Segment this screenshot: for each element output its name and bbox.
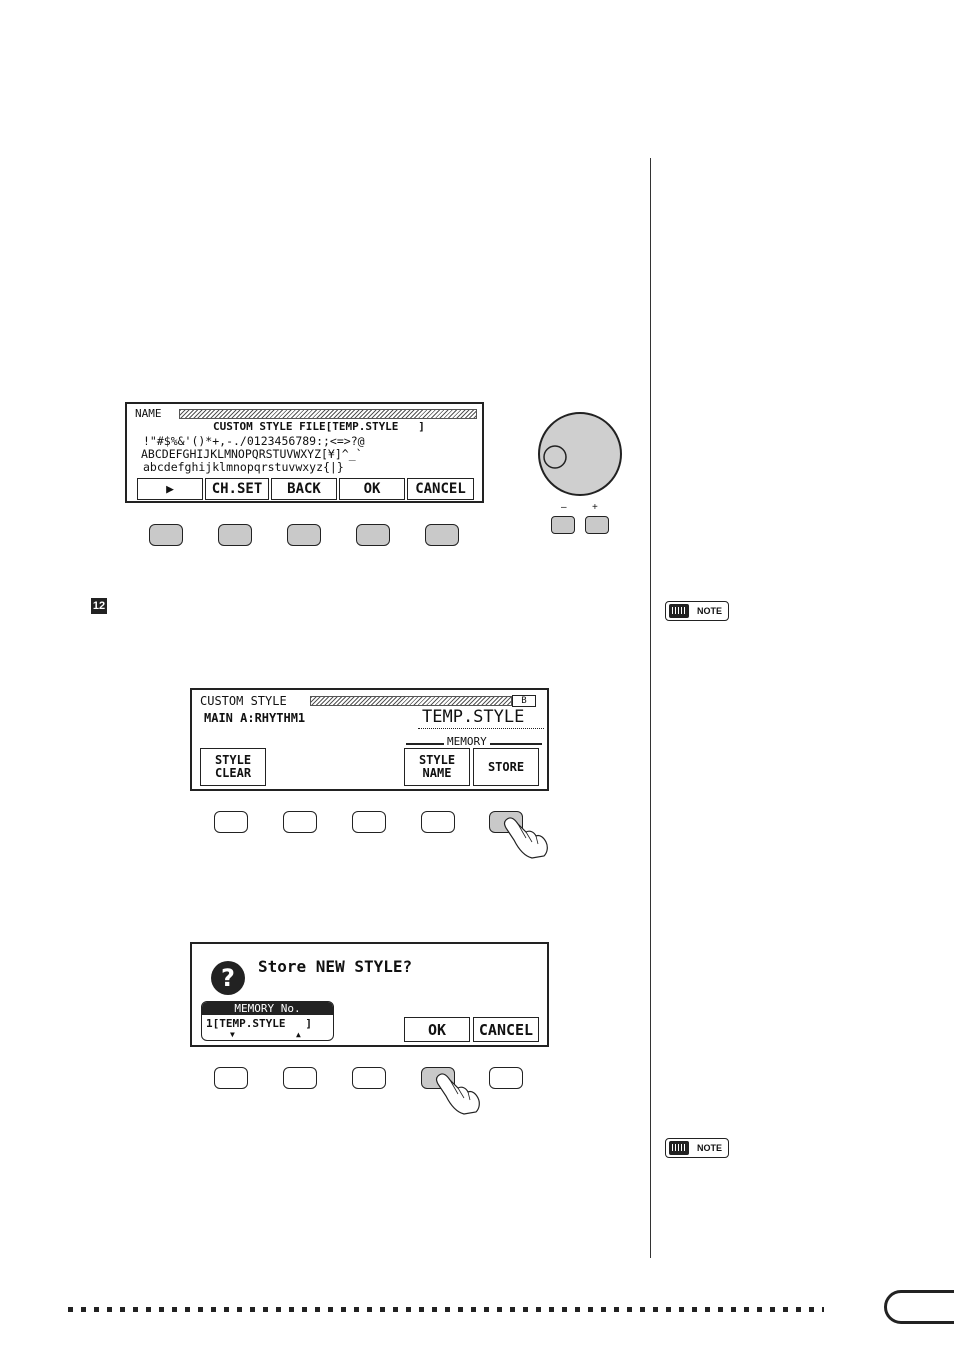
- panel-button-2[interactable]: [218, 524, 252, 546]
- panel-button-1[interactable]: [149, 524, 183, 546]
- memory-number-box[interactable]: MEMORY No. 1[TEMP.STYLE ] ▼ ▲: [201, 1001, 334, 1041]
- charset-softkey[interactable]: CH.SET: [205, 478, 269, 500]
- memory-number-value: 1[TEMP.STYLE ]: [206, 1017, 312, 1030]
- charset-row-1[interactable]: !"#$%&'()*+,-./0123456789:;<=>?@: [143, 434, 365, 448]
- note-badge-2: NOTE: [665, 1138, 729, 1158]
- title-hatch: [179, 409, 477, 419]
- panel-button-5[interactable]: [425, 524, 459, 546]
- panel-button-5[interactable]: [489, 1067, 523, 1089]
- footer-dotted-rule: [68, 1307, 824, 1312]
- dialog-cancel-softkey[interactable]: CANCEL: [473, 1017, 539, 1042]
- note-icon: [669, 604, 689, 618]
- store-softkey[interactable]: STORE: [473, 748, 539, 786]
- margin-divider: [650, 158, 651, 1258]
- ok-softkey[interactable]: OK: [339, 478, 405, 500]
- store-dialog-lcd: ? Store NEW STYLE? MEMORY No. 1[TEMP.STY…: [190, 942, 549, 1047]
- panel-button-3[interactable]: [287, 524, 321, 546]
- inc-button[interactable]: [585, 516, 609, 534]
- panel-button-1[interactable]: [214, 811, 248, 833]
- dialog-ok-softkey[interactable]: OK: [404, 1017, 470, 1042]
- page-tab: [884, 1290, 954, 1324]
- dec-button[interactable]: [551, 516, 575, 534]
- panel-button-4[interactable]: [356, 524, 390, 546]
- name-screen-header: CUSTOM STYLE FILE[TEMP.STYLE ]: [213, 420, 425, 433]
- title-hatch: [310, 696, 512, 706]
- inc-label: +: [592, 502, 598, 513]
- panel-button-4[interactable]: [421, 811, 455, 833]
- style-badge: B: [512, 695, 536, 707]
- panel-button-1[interactable]: [214, 1067, 248, 1089]
- custom-style-title: CUSTOM STYLE: [200, 694, 287, 708]
- note-badge-1: NOTE: [665, 601, 729, 621]
- panel-button-2[interactable]: [283, 1067, 317, 1089]
- name-screen-lcd: NAME CUSTOM STYLE FILE[TEMP.STYLE ] !"#$…: [125, 402, 484, 503]
- name-screen-title: NAME: [135, 407, 162, 420]
- back-softkey[interactable]: BACK: [271, 478, 337, 500]
- custom-style-lcd: CUSTOM STYLE B MAIN A:RHYTHM1 TEMP.STYLE…: [190, 688, 549, 791]
- style-name-softkey[interactable]: STYLE NAME: [404, 748, 470, 786]
- svg-text:?: ?: [221, 964, 235, 992]
- panel-button-2[interactable]: [283, 811, 317, 833]
- memory-up-arrow-icon[interactable]: ▲: [296, 1030, 301, 1039]
- memory-label: MEMORY: [444, 736, 490, 747]
- cancel-softkey[interactable]: CANCEL: [407, 478, 474, 500]
- style-clear-softkey[interactable]: STYLE CLEAR: [200, 748, 266, 786]
- note-icon: [669, 1141, 689, 1155]
- charset-row-2[interactable]: ABCDEFGHIJKLMNOPQRSTUVWXYZ[¥]^_`: [141, 447, 363, 461]
- data-dial[interactable]: [534, 408, 626, 500]
- section-label: MAIN A:RHYTHM1: [204, 711, 306, 725]
- pressing-hand-icon: [503, 817, 548, 859]
- dec-label: –: [561, 502, 567, 513]
- panel-button-3[interactable]: [352, 811, 386, 833]
- memory-down-arrow-icon[interactable]: ▼: [230, 1030, 235, 1039]
- question-icon: ?: [211, 961, 245, 995]
- style-name-underline: [418, 728, 544, 729]
- store-question: Store NEW STYLE?: [258, 957, 413, 976]
- style-name-display: TEMP.STYLE: [422, 707, 525, 727]
- play-softkey[interactable]: ▶: [137, 478, 203, 500]
- pressing-hand-icon: [435, 1073, 480, 1115]
- memory-number-header: MEMORY No.: [202, 1002, 333, 1015]
- charset-row-3[interactable]: abcdefghijklmnopqrstuvwxyz{|}: [143, 460, 344, 474]
- panel-button-3[interactable]: [352, 1067, 386, 1089]
- step-marker: 12: [91, 598, 107, 614]
